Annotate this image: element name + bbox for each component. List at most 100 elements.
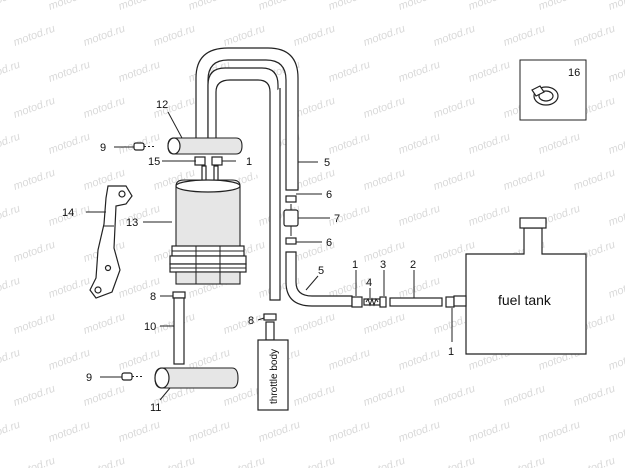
watermark-text: motod.ru: [152, 23, 197, 49]
watermark-text: motod.ru: [82, 23, 127, 49]
watermark-text: motod.ru: [327, 131, 372, 157]
watermark-text: motod.ru: [222, 455, 267, 468]
watermark-text: motod.ru: [12, 383, 57, 409]
watermark-text: motod.ru: [467, 131, 512, 157]
watermark-text: motod.ru: [607, 347, 625, 373]
callout-labels: 12 9 15 1 5 6 7 6 5 14 13 8 10 8 1 4 3 2…: [62, 67, 580, 414]
watermark-text: motod.ru: [467, 203, 512, 229]
tube-10: [173, 297, 185, 365]
watermark-text: motod.ru: [397, 59, 442, 85]
watermark-text: motod.ru: [537, 0, 582, 13]
callout-7: 7: [334, 213, 340, 225]
mounting-bracket: [89, 185, 133, 299]
watermark-text: motod.ru: [397, 347, 442, 373]
watermark-text: motod.ru: [82, 455, 127, 468]
watermark-text: motod.ru: [187, 419, 232, 445]
watermark-text: motod.ru: [327, 59, 372, 85]
vent-hose-right: [283, 195, 353, 307]
watermark-text: motod.ru: [572, 167, 617, 193]
watermark-text: motod.ru: [292, 23, 337, 49]
watermark-text: motod.ru: [47, 0, 92, 13]
detail-box-16: [519, 59, 587, 121]
callout-1-canister: 1: [246, 156, 252, 168]
charcoal-canister: [169, 165, 247, 285]
watermark-text: motod.ru: [257, 0, 302, 13]
watermark-text: motod.ru: [292, 311, 337, 337]
watermark-text: motod.ru: [117, 419, 162, 445]
watermark-text: motod.ru: [47, 419, 92, 445]
watermark-text: motod.ru: [117, 0, 162, 13]
callout-4: 4: [366, 277, 372, 289]
watermark-text: motod.ru: [47, 275, 92, 301]
watermark-text: motod.ru: [82, 383, 127, 409]
watermark-text: motod.ru: [397, 131, 442, 157]
watermark-text: motod.ru: [607, 419, 625, 445]
inline-hose-assembly: [351, 296, 455, 308]
callout-16: 16: [568, 67, 580, 79]
watermark-text: motod.ru: [12, 239, 57, 265]
callout-5-top: 5: [324, 157, 330, 169]
callout-9-top: 9: [100, 142, 106, 154]
watermark-text: motod.ru: [12, 23, 57, 49]
watermark-text: motod.ru: [607, 131, 625, 157]
screw-9-bottom: [121, 372, 142, 381]
watermark-text: motod.ru: [537, 419, 582, 445]
watermark-text: motod.ru: [362, 95, 407, 121]
callout-6-top: 6: [326, 189, 332, 201]
callout-15: 15: [148, 156, 160, 168]
throttle-body-label: throttle body: [269, 349, 280, 404]
watermark-text: motod.ru: [607, 59, 625, 85]
watermark-text: motod.ru: [292, 95, 337, 121]
callout-1-tank: 1: [448, 346, 454, 358]
throttle-body: throttle body: [257, 313, 289, 411]
callout-2: 2: [410, 259, 416, 271]
watermark-text: motod.ru: [12, 95, 57, 121]
callout-13: 13: [126, 217, 138, 229]
watermark-text: motod.ru: [432, 383, 477, 409]
callout-8-right: 8: [248, 315, 254, 327]
screw-9-top: [133, 142, 154, 151]
watermark-text: motod.ru: [0, 347, 22, 373]
watermark-text: motod.ru: [467, 59, 512, 85]
watermark-text: motod.ru: [0, 275, 22, 301]
watermark-text: motod.ru: [327, 347, 372, 373]
watermark-text: motod.ru: [607, 275, 625, 301]
watermark-text: motod.ru: [257, 419, 302, 445]
callout-6-bottom: 6: [326, 237, 332, 249]
watermark-text: motod.ru: [222, 311, 267, 337]
watermark-text: motod.ru: [0, 203, 22, 229]
watermark-text: motod.ru: [12, 311, 57, 337]
callout-10: 10: [144, 321, 156, 333]
watermark-text: motod.ru: [117, 59, 162, 85]
watermark-text: motod.ru: [397, 419, 442, 445]
clamp-1-top: [211, 156, 223, 166]
hose-sleeve-11: [154, 367, 239, 389]
watermark-text: motod.ru: [467, 419, 512, 445]
watermark-text: motod.ru: [432, 23, 477, 49]
fuel-tank-label: fuel tank: [498, 292, 552, 308]
watermark-text: motod.ru: [502, 23, 547, 49]
watermark-text: motod.ru: [537, 131, 582, 157]
watermark-text: motod.ru: [607, 203, 625, 229]
callout-12: 12: [156, 99, 168, 111]
watermark-text: motod.ru: [152, 455, 197, 468]
callout-1-inline: 1: [352, 259, 358, 271]
watermark-text: motod.ru: [362, 455, 407, 468]
watermark-text: motod.ru: [502, 167, 547, 193]
watermark-text: motod.ru: [362, 311, 407, 337]
watermark-text: motod.ru: [12, 167, 57, 193]
watermark-text: motod.ru: [117, 203, 162, 229]
watermark-text: motod.ru: [82, 311, 127, 337]
watermark-text: motod.ru: [47, 131, 92, 157]
watermark-text: motod.ru: [82, 95, 127, 121]
watermark-text: motod.ru: [12, 455, 57, 468]
vent-hose-u: [195, 47, 299, 301]
watermark-text: motod.ru: [607, 0, 625, 13]
watermark-text: motod.ru: [362, 383, 407, 409]
watermark-text: motod.ru: [467, 0, 512, 13]
watermark-text: motod.ru: [292, 383, 337, 409]
watermark-text: motod.ru: [572, 23, 617, 49]
watermark-text: motod.ru: [362, 23, 407, 49]
watermark-text: motod.ru: [397, 203, 442, 229]
